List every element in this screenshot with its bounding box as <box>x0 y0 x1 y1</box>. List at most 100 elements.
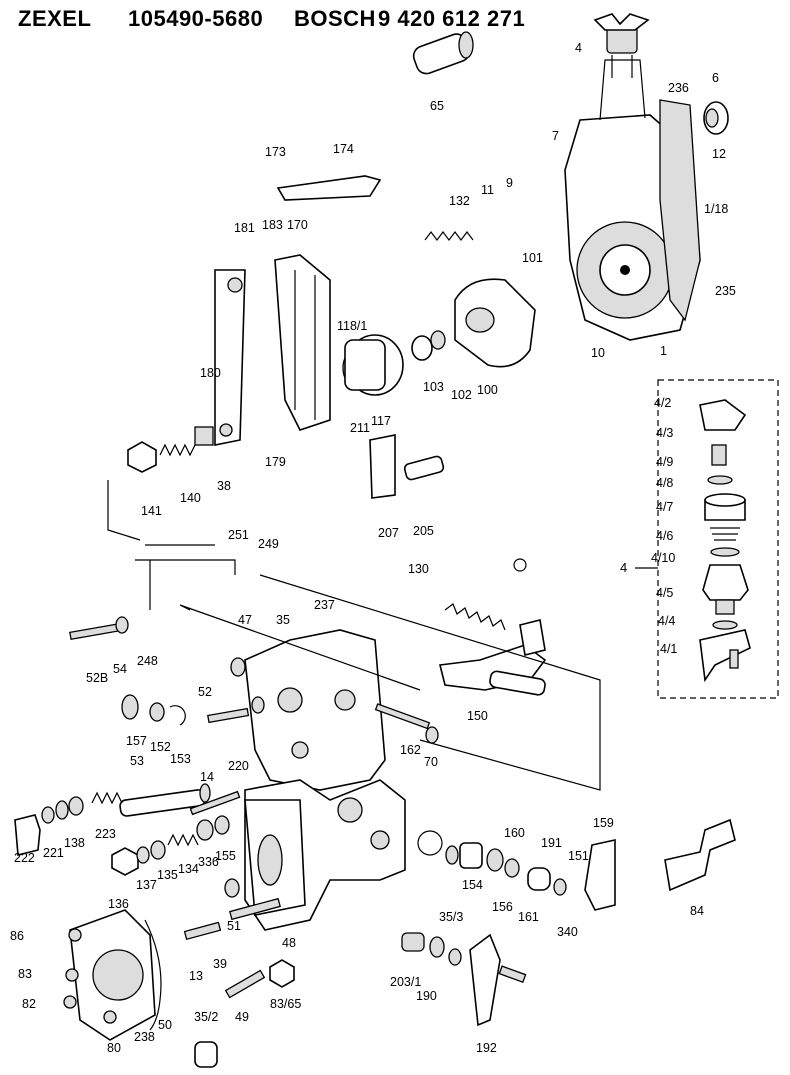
group-4-dashed-box <box>657 379 779 699</box>
callout-label: 14 <box>200 770 214 784</box>
callout-label: 156 <box>492 900 513 914</box>
callout-label: 132 <box>449 194 470 208</box>
callout-label: 251 <box>228 528 249 542</box>
callout-label: 50 <box>158 1018 172 1032</box>
callout-label: 83/65 <box>270 997 301 1011</box>
part-6-plug-drawing <box>703 101 729 135</box>
lever-plate-drawing <box>214 254 331 446</box>
callout-label: 180 <box>200 366 221 380</box>
header-bosch-part-number: 9 420 612 271 <box>378 6 526 31</box>
callout-label: 83 <box>18 967 32 981</box>
callout-label: 238 <box>134 1030 155 1044</box>
callout-label: 340 <box>557 925 578 939</box>
callout-label: 6 <box>712 71 719 85</box>
callout-label: 103 <box>423 380 444 394</box>
pump-housing-top-drawing <box>564 13 701 341</box>
callout-label: 190 <box>416 989 437 1003</box>
header-brand-bosch: BOSCH <box>294 6 376 31</box>
part-141-140-screw-drawing <box>127 426 214 473</box>
callout-label: 35/3 <box>439 910 463 924</box>
callout-label: 191 <box>541 836 562 850</box>
callout-label: 1 <box>660 344 667 358</box>
callout-label: 12 <box>712 147 726 161</box>
callout-label: 101 <box>522 251 543 265</box>
callout-label: 203/1 <box>390 975 421 989</box>
callout-label: 162 <box>400 743 421 757</box>
callout-label: 248 <box>137 654 158 668</box>
callout-label: 181 <box>234 221 255 235</box>
callout-label: 205 <box>413 524 434 538</box>
callout-label: 155 <box>215 849 236 863</box>
callout-label: 151 <box>568 849 589 863</box>
callout-label: 82 <box>22 997 36 1011</box>
callout-label: 207 <box>378 526 399 540</box>
part-207-205-bracket-drawing <box>369 434 445 499</box>
end-plate-drawing <box>63 909 162 1041</box>
callout-label: 86 <box>10 929 24 943</box>
part-157-152-153-drawing <box>69 616 439 816</box>
callout-label: 249 <box>258 537 279 551</box>
callout-label: 141 <box>141 504 162 518</box>
callout-label: 13 <box>189 969 203 983</box>
right-lower-parts-drawing <box>401 818 736 1027</box>
diagram-header: ZEXEL 105490-5680 BOSCH 9 420 612 271 <box>0 0 790 40</box>
callout-label: 4/3 <box>656 426 673 440</box>
part-174-bracket-drawing <box>276 175 382 201</box>
callout-label: 223 <box>95 827 116 841</box>
small-parts-left-drawing <box>14 791 230 876</box>
callout-label: 135 <box>157 868 178 882</box>
group-4-exploded-drawing <box>699 399 751 683</box>
callout-label: 154 <box>462 878 483 892</box>
callout-label: 211 <box>350 421 370 435</box>
callout-label: 102 <box>451 388 472 402</box>
callout-label: 117 <box>371 414 391 428</box>
part-150-lever-shaft-drawing <box>439 619 547 696</box>
callout-label: 65 <box>430 99 444 113</box>
lower-housing-drawing <box>244 779 406 931</box>
callout-label: 174 <box>333 142 354 156</box>
callout-label: 336 <box>198 855 219 869</box>
callout-label: 35 <box>276 613 290 627</box>
callout-label: 150 <box>467 709 488 723</box>
callout-label: 4/10 <box>651 551 675 565</box>
callout-label: 140 <box>180 491 201 505</box>
callout-label: 70 <box>424 755 438 769</box>
callout-label: 84 <box>690 904 704 918</box>
callout-label: 222 <box>14 851 35 865</box>
callout-label: 192 <box>476 1041 497 1055</box>
callout-label: 235 <box>715 284 736 298</box>
callout-label: 159 <box>593 816 614 830</box>
callout-label: 80 <box>107 1041 121 1055</box>
governor-cover-drawing <box>244 629 386 791</box>
callout-label: 35/2 <box>194 1010 218 1024</box>
callout-label: 4/9 <box>656 455 673 469</box>
callout-label: 4/7 <box>656 500 673 514</box>
group-4-label: 4 <box>620 560 627 575</box>
flyweight-assembly-drawing <box>342 278 536 396</box>
callout-label: 4/5 <box>656 586 673 600</box>
callout-label: 100 <box>477 383 498 397</box>
callout-label: 130 <box>408 562 429 576</box>
header-zexel-part-number: 105490-5680 <box>128 6 264 31</box>
callout-label: 137 <box>136 878 157 892</box>
callout-label: 161 <box>518 910 539 924</box>
callout-label: 134 <box>178 862 199 876</box>
callout-label: 183 <box>262 218 283 232</box>
callout-label: 7 <box>552 129 559 143</box>
callout-label: 54 <box>113 662 127 676</box>
callout-label: 38 <box>217 479 231 493</box>
callout-label: 11 <box>481 183 494 197</box>
part-132-spring-drawing <box>424 231 474 241</box>
callout-label: 52B <box>86 671 108 685</box>
part-65-sleeve-drawing <box>412 31 474 75</box>
bolts-lower-drawing <box>183 878 295 1068</box>
callout-label: 170 <box>287 218 308 232</box>
part-70-shaft-drawing <box>119 783 211 817</box>
header-brand-zexel: ZEXEL <box>18 6 92 31</box>
callout-label: 4/4 <box>658 614 675 628</box>
callout-label: 53 <box>130 754 144 768</box>
callout-label: 52 <box>198 685 212 699</box>
part-130-spring-drawing <box>444 558 527 631</box>
